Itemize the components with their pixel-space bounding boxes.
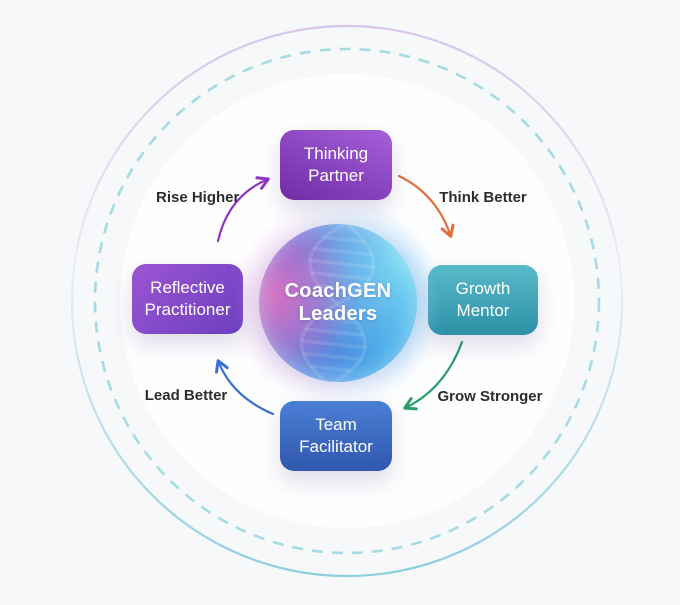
node-thinking-partner: Thinking Partner bbox=[280, 130, 392, 200]
arrow-lead-better bbox=[215, 359, 275, 416]
center-node: CoachGEN Leaders bbox=[259, 224, 417, 382]
node-reflective-practitioner-label: Reflective Practitioner bbox=[144, 278, 231, 319]
node-team-facilitator: Team Facilitator bbox=[280, 401, 392, 471]
node-reflective-practitioner: Reflective Practitioner bbox=[132, 264, 243, 334]
outer-gradient-ring bbox=[70, 24, 624, 578]
node-growth-mentor-label: Growth Mentor bbox=[455, 279, 511, 320]
dashed-ring bbox=[93, 47, 601, 555]
arrow-label-think-better: Think Better bbox=[439, 189, 527, 206]
arrow-label-grow-stronger: Grow Stronger bbox=[437, 388, 543, 405]
node-team-facilitator-label: Team Facilitator bbox=[299, 415, 373, 456]
dna-helix-icon bbox=[300, 224, 376, 382]
center-title-line1: CoachGEN bbox=[284, 280, 392, 302]
arrow-grow-stronger bbox=[403, 340, 464, 411]
arrow-label-rise-higher: Rise Higher bbox=[156, 189, 240, 206]
center-title: CoachGEN Leaders bbox=[285, 280, 392, 326]
node-thinking-partner-label: Thinking Partner bbox=[303, 144, 369, 185]
node-growth-mentor: Growth Mentor bbox=[428, 265, 538, 335]
arrow-label-lead-better: Lead Better bbox=[144, 387, 228, 404]
center-title-line2: Leaders bbox=[298, 303, 378, 325]
arrow-think-better bbox=[397, 174, 455, 238]
arrow-rise-higher bbox=[216, 176, 270, 243]
